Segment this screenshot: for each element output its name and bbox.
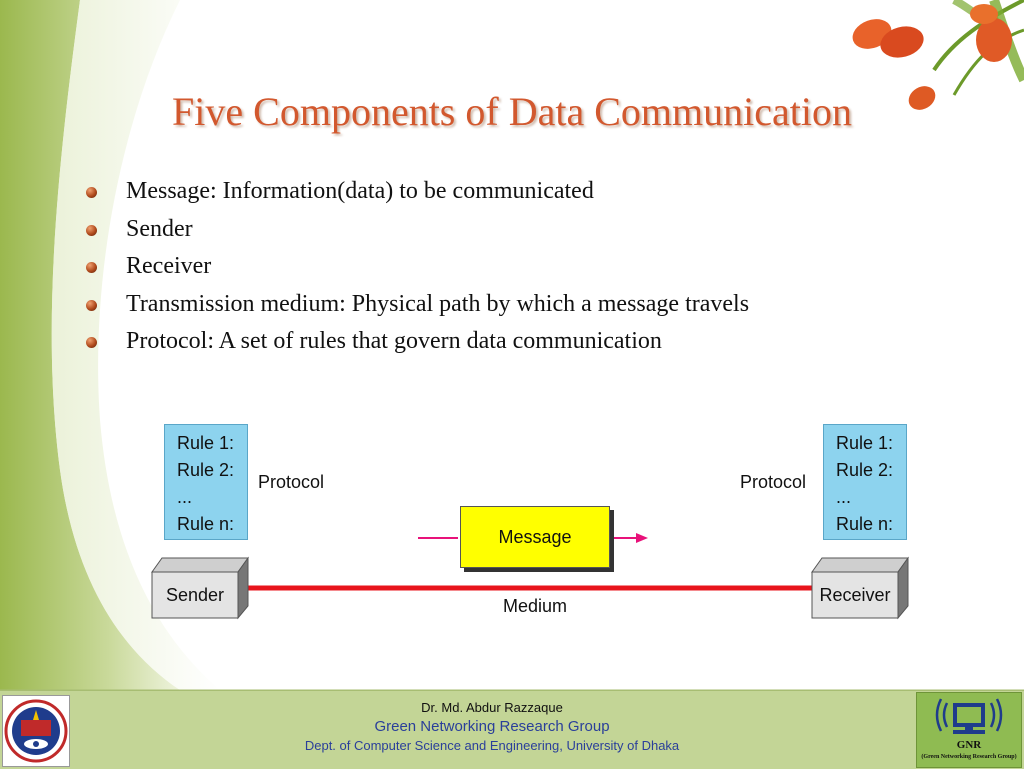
university-seal-icon xyxy=(4,699,68,763)
tulip-flowers-decoration xyxy=(852,0,1024,110)
bullet-icon xyxy=(86,224,97,236)
footer-bar: Dr. Md. Abdur Razzaque Green Networking … xyxy=(0,690,1024,769)
gnr-logo: GNR (Green Networking Research Group) xyxy=(916,692,1022,768)
footer-author: Dr. Md. Abdur Razzaque xyxy=(421,700,563,715)
receiver-box xyxy=(811,556,909,620)
rule-line: ... xyxy=(177,487,193,507)
bullet-text: Transmission medium: Physical path by wh… xyxy=(126,290,750,317)
rule-line: Rule n: xyxy=(836,514,894,534)
rule-line: ... xyxy=(836,487,852,507)
sender-box xyxy=(151,556,249,620)
bullet-text: Protocol: A set of rules that govern dat… xyxy=(126,328,662,354)
rule-line: Rule n: xyxy=(177,514,235,534)
bullet-icon xyxy=(86,299,97,311)
medium-label: Medium xyxy=(502,596,568,616)
sender-label: Sender xyxy=(165,585,225,605)
bullet-text: Sender xyxy=(126,215,193,242)
list-item: Message: Information(data) to be communi… xyxy=(86,175,749,213)
arrow-head-icon xyxy=(636,533,648,543)
receiver-label: Receiver xyxy=(819,585,891,605)
bullet-text: Receiver xyxy=(126,253,212,279)
bullet-icon xyxy=(86,262,97,273)
footer-department: Dept. of Computer Science and Engineerin… xyxy=(304,738,680,753)
bullet-list: Message: Information(data) to be communi… xyxy=(86,175,749,363)
rule-line: Rule 1: xyxy=(177,433,235,453)
footer-group: Green Networking Research Group xyxy=(374,718,610,735)
gnr-logo-title: GNR xyxy=(956,739,982,751)
network-monitor-icon xyxy=(935,698,1003,734)
footer-credits: Dr. Md. Abdur Razzaque Green Networking … xyxy=(70,699,914,755)
bullet-icon xyxy=(86,337,97,348)
gnr-logo-subtitle: (Green Networking Research Group) xyxy=(921,754,1017,760)
bullet-text: Message: Information(data) to be communi… xyxy=(126,178,594,204)
right-protocol-label: Protocol xyxy=(740,472,807,492)
rule-line: Rule 2: xyxy=(836,460,894,480)
list-item: Receiver xyxy=(86,250,749,288)
rule-line: Rule 1: xyxy=(836,433,894,453)
right-rules-box: Rule 1: Rule 2: ... Rule n: xyxy=(823,424,907,540)
left-rules-box: Rule 1: Rule 2: ... Rule n: xyxy=(164,424,248,540)
list-item: Protocol: A set of rules that govern dat… xyxy=(86,325,749,363)
left-protocol-label: Protocol xyxy=(258,472,325,492)
communication-diagram: Rule 1: Rule 2: ... Rule n: Protocol Rul… xyxy=(150,420,910,630)
university-logo xyxy=(2,695,70,767)
rule-line: Rule 2: xyxy=(177,460,235,480)
message-box: Message xyxy=(460,506,610,568)
bullet-icon xyxy=(86,187,97,198)
list-item: Transmission medium: Physical path by wh… xyxy=(86,288,749,326)
slide-title: Five Components of Data Communication xyxy=(172,89,852,134)
diagram-lines xyxy=(151,533,909,620)
list-item: Sender xyxy=(86,213,749,251)
